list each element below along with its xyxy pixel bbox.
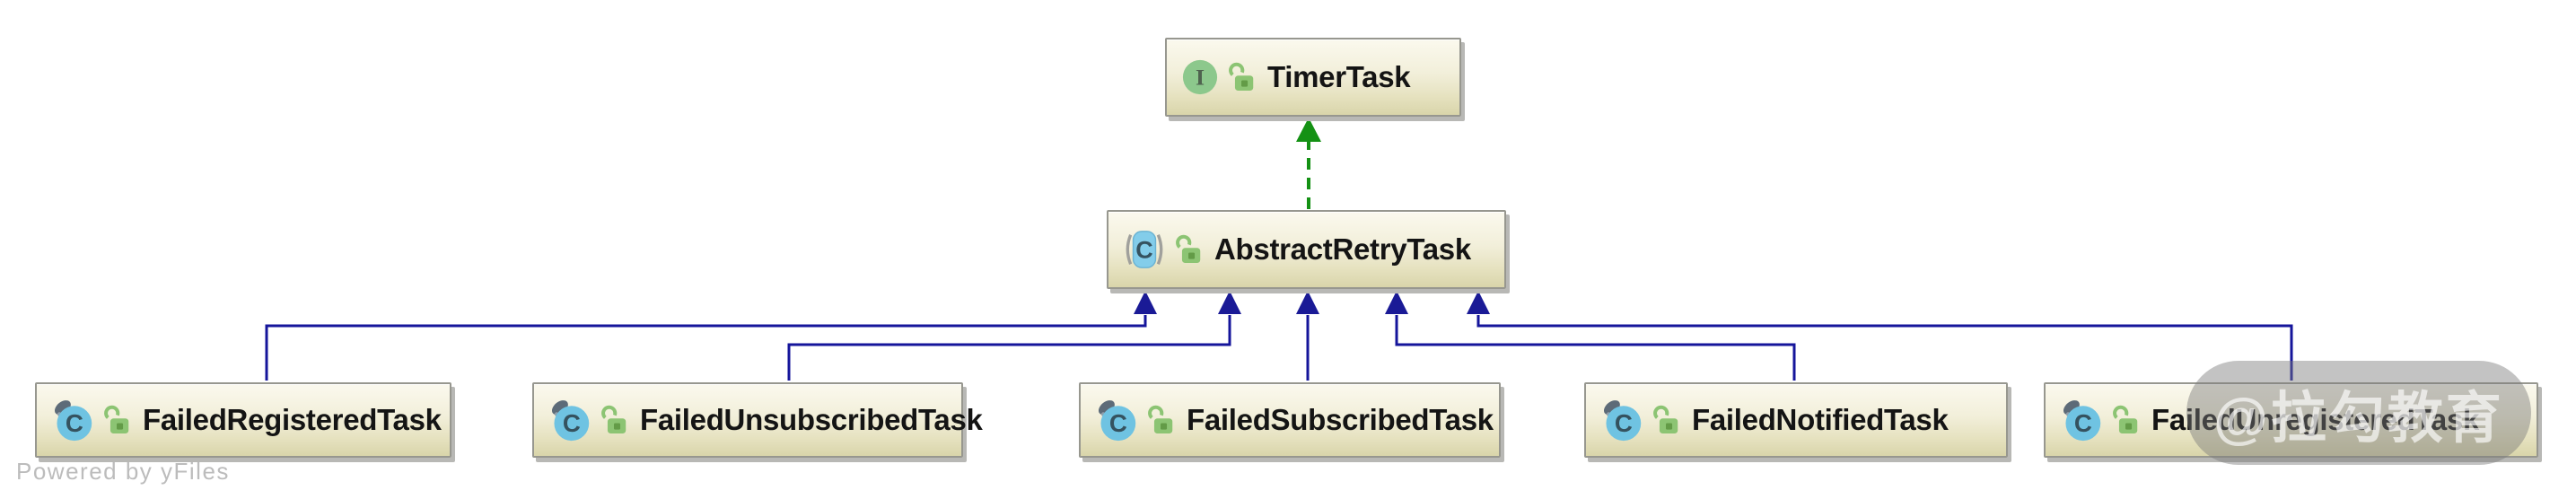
extends-arrowhead-icon: [1467, 291, 1490, 314]
class-icon: C: [2060, 398, 2103, 442]
edge-extends-failedregisteredtask[interactable]: [265, 291, 1157, 381]
class-icon: C: [1600, 398, 1643, 442]
public-lock-icon: [2112, 405, 2139, 435]
class-icon: C: [548, 398, 591, 442]
node-label: TimerTask: [1267, 60, 1411, 93]
svg-text:C: C: [2074, 409, 2092, 437]
svg-text:C: C: [1109, 409, 1127, 437]
extends-arrowhead-icon: [1385, 291, 1408, 314]
svg-text:C: C: [563, 409, 581, 437]
public-lock-icon: [1147, 405, 1174, 435]
node-label: FailedUnregisteredTask: [2151, 403, 2480, 436]
edge-extends-failedunsubscribedtask[interactable]: [787, 291, 1241, 381]
extends-arrowhead-icon: [1218, 291, 1241, 314]
abstract-class-icon: C: [1123, 228, 1166, 271]
node-label: FailedSubscribedTask: [1187, 403, 1494, 436]
extends-arrowhead-icon: [1134, 291, 1157, 314]
uml-node-failedunregisteredtask[interactable]: C FailedUnregisteredTask: [2044, 382, 2538, 458]
extends-arrowhead-icon: [1296, 291, 1319, 314]
uml-node-abstractretrytask[interactable]: C AbstractRetryTask: [1107, 210, 1506, 289]
node-label: FailedUnsubscribedTask: [640, 403, 983, 436]
uml-node-failednotifiedtask[interactable]: C FailedNotifiedTask: [1584, 382, 2008, 458]
node-label: FailedRegisteredTask: [143, 403, 442, 436]
node-label: FailedNotifiedTask: [1692, 403, 1949, 436]
interface-icon: I: [1181, 58, 1219, 96]
node-label: AbstractRetryTask: [1214, 232, 1471, 266]
powered-by-yfiles-label: Powered by yFiles: [16, 458, 230, 485]
edge-implements-timertask[interactable]: [1296, 118, 1321, 209]
svg-text:C: C: [1615, 409, 1633, 437]
edge-extends-failednotifiedtask[interactable]: [1385, 291, 1796, 381]
watermark-text: @拉勾教育: [2213, 388, 2504, 450]
svg-text:I: I: [1196, 65, 1205, 91]
svg-text:C: C: [66, 409, 83, 437]
edge-extends-failedunregisteredtask[interactable]: [1467, 291, 2293, 381]
svg-text:C: C: [1135, 237, 1152, 264]
public-lock-icon: [103, 405, 130, 435]
implements-arrowhead-icon: [1296, 118, 1321, 142]
class-icon: C: [51, 398, 94, 442]
public-lock-icon: [600, 405, 627, 435]
public-lock-icon: [1175, 234, 1202, 265]
uml-node-failedregisteredtask[interactable]: C FailedRegisteredTask: [35, 382, 451, 458]
uml-node-failedsubscribedtask[interactable]: C FailedSubscribedTask: [1079, 382, 1501, 458]
public-lock-icon: [1652, 405, 1679, 435]
uml-node-timertask[interactable]: I TimerTask: [1165, 38, 1461, 117]
uml-node-failedunsubscribedtask[interactable]: C FailedUnsubscribedTask: [532, 382, 983, 458]
edge-extends-failedsubscribedtask[interactable]: [1296, 291, 1319, 381]
class-icon: C: [1095, 398, 1138, 442]
watermark-badge: @拉勾教育: [2186, 361, 2531, 465]
public-lock-icon: [1228, 62, 1255, 92]
